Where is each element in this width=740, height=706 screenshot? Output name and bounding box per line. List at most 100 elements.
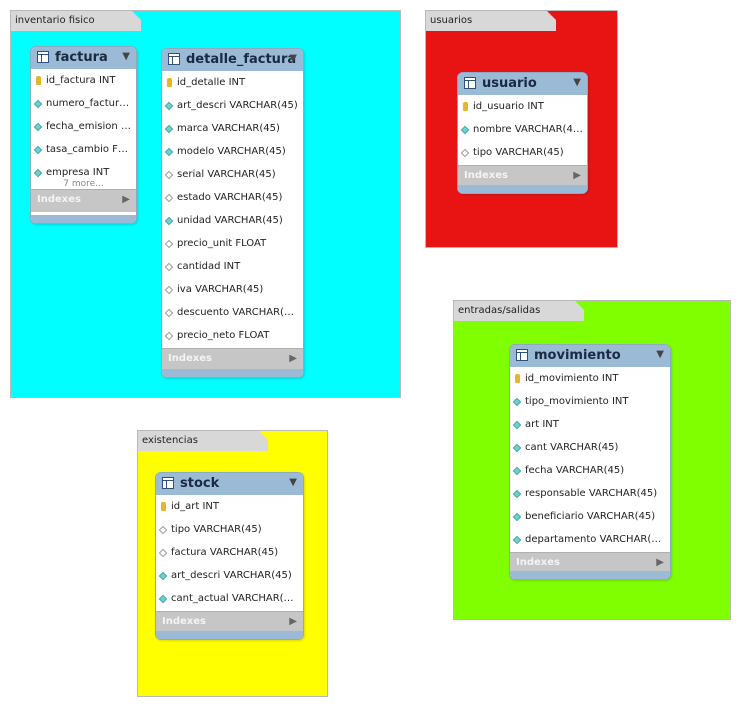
expand-arrow-icon[interactable]: ▶ [573,170,581,181]
table-column[interactable]: art INT [510,416,670,434]
collapse-triangle-icon[interactable]: ▼ [289,477,297,488]
collapse-triangle-icon[interactable]: ▼ [289,53,297,64]
table-column[interactable]: cantidad INT [162,258,303,276]
column-label: nombre VARCHAR(45) [473,124,583,135]
table-title: detalle_factura [186,52,297,67]
table-stock[interactable]: stock ▼ id_art INT tipo VARCHAR(45) factura … [155,472,304,640]
table-column[interactable]: precio_unit FLOAT [162,235,303,253]
table-column[interactable]: descuento VARCHAR(45) [162,304,303,322]
diamond-filled-icon [164,216,174,226]
table-factura[interactable]: factura▼ id_factura INT numero_factura VAR… [30,46,137,224]
table-column[interactable]: nombre VARCHAR(45) [458,121,587,139]
table-column[interactable]: departamento VARCHAR(45) [510,531,670,549]
indexes-section[interactable]: Indexes ▶ [156,611,303,634]
table-column[interactable]: iva VARCHAR(45) [162,281,303,299]
column-label: estado VARCHAR(45) [177,192,283,203]
table-column[interactable]: tipo_movimiento INT [510,393,670,411]
table-header[interactable]: detalle_factura▼ [162,49,303,71]
diamond-hollow-icon [164,262,174,272]
collapse-triangle-icon[interactable]: ▼ [656,349,664,360]
column-label: cant_actual VARCHAR(45) [171,593,299,604]
table-column[interactable]: beneficiario VARCHAR(45) [510,508,670,526]
collapse-triangle-icon[interactable]: ▼ [573,77,581,88]
column-label: beneficiario VARCHAR(45) [525,511,656,522]
indexes-section[interactable]: Indexes ▶ [510,552,670,575]
indexes-label: Indexes [162,616,206,627]
indexes-section[interactable]: Indexes ▶ [31,189,136,212]
column-label: numero_factura VARCHAR(45) [46,98,132,109]
column-label: id_art INT [171,501,220,512]
indexes-label: Indexes [516,557,560,568]
column-label: tipo VARCHAR(45) [473,147,564,158]
table-icon [37,51,49,63]
table-header[interactable]: factura▼ [31,47,136,69]
indexes-section[interactable]: Indexes ▶ [162,348,303,371]
table-column[interactable]: cant_actual VARCHAR(45) [156,590,303,608]
table-header[interactable]: usuario▼ [458,73,587,95]
table-column[interactable]: fecha_emision DATE [31,118,136,136]
table-column[interactable]: modelo VARCHAR(45) [162,143,303,161]
column-label: fecha VARCHAR(45) [525,465,625,476]
expand-arrow-icon[interactable]: ▶ [122,194,130,205]
expand-arrow-icon[interactable]: ▶ [289,353,297,364]
table-column[interactable]: numero_factura VARCHAR(45) [31,95,136,113]
column-label: art_descri VARCHAR(45) [177,100,298,111]
table-header[interactable]: movimiento ▼ [510,345,670,367]
table-column[interactable]: tasa_cambio FLOAT [31,141,136,159]
table-column[interactable]: id_usuario INT [458,98,587,116]
collapse-triangle-icon[interactable]: ▼ [122,51,130,62]
column-label: unidad VARCHAR(45) [177,215,283,226]
key-icon [36,76,41,85]
table-movimiento[interactable]: movimiento ▼ id_movimiento INT tipo_movimie… [509,344,671,580]
table-icon [162,477,174,489]
indexes-label: Indexes [464,170,508,181]
diamond-filled-icon [164,124,174,134]
column-label: modelo VARCHAR(45) [177,146,286,157]
column-label: id_movimiento INT [525,373,619,384]
table-column[interactable]: cant VARCHAR(45) [510,439,670,457]
table-column[interactable]: responsable VARCHAR(45) [510,485,670,503]
column-label: tipo VARCHAR(45) [171,524,262,535]
table-column[interactable]: estado VARCHAR(45) [162,189,303,207]
table-column[interactable]: tipo VARCHAR(45) [156,521,303,539]
table-detalle-factura[interactable]: detalle_factura▼ id_detalle INT art_descri… [161,48,304,378]
table-column[interactable]: id_movimiento INT [510,370,670,388]
table-column[interactable]: id_detalle INT [162,74,303,92]
indexes-label: Indexes [37,194,81,205]
diamond-hollow-icon [158,525,168,535]
column-label: fecha_emision DATE [46,121,132,132]
table-usuario[interactable]: usuario▼ id_usuario INT nombre VARCHAR(45)… [457,72,588,194]
table-column[interactable]: id_art INT [156,498,303,516]
column-label: id_factura INT [46,75,116,86]
table-column[interactable]: art_descri VARCHAR(45) [156,567,303,585]
more-columns-label[interactable]: 7 more... [63,179,104,189]
column-label: id_detalle INT [177,77,246,88]
table-column[interactable]: marca VARCHAR(45) [162,120,303,138]
indexes-label: Indexes [168,353,212,364]
column-label: cant VARCHAR(45) [525,442,619,453]
table-column[interactable]: precio_neto FLOAT [162,327,303,345]
table-column[interactable]: fecha VARCHAR(45) [510,462,670,480]
diamond-filled-icon [512,466,522,476]
table-column[interactable]: factura VARCHAR(45) [156,544,303,562]
diamond-filled-icon [158,571,168,581]
table-column[interactable]: unidad VARCHAR(45) [162,212,303,230]
expand-arrow-icon[interactable]: ▶ [656,557,664,568]
diamond-filled-icon [33,145,43,155]
table-column[interactable]: id_factura INT [31,72,136,90]
diamond-filled-icon [33,168,43,178]
diamond-filled-icon [512,512,522,522]
table-column[interactable]: serial VARCHAR(45) [162,166,303,184]
diamond-filled-icon [512,420,522,430]
expand-arrow-icon[interactable]: ▶ [289,616,297,627]
diamond-filled-icon [512,535,522,545]
table-column[interactable]: tipo VARCHAR(45) [458,144,587,162]
column-label: iva VARCHAR(45) [177,284,264,295]
layer-label: usuarios [426,11,556,31]
column-label: precio_neto FLOAT [177,330,270,341]
table-title: stock [180,476,220,491]
table-title: movimiento [534,348,621,363]
table-column[interactable]: art_descri VARCHAR(45) [162,97,303,115]
table-header[interactable]: stock ▼ [156,473,303,495]
indexes-section[interactable]: Indexes ▶ [458,165,587,188]
